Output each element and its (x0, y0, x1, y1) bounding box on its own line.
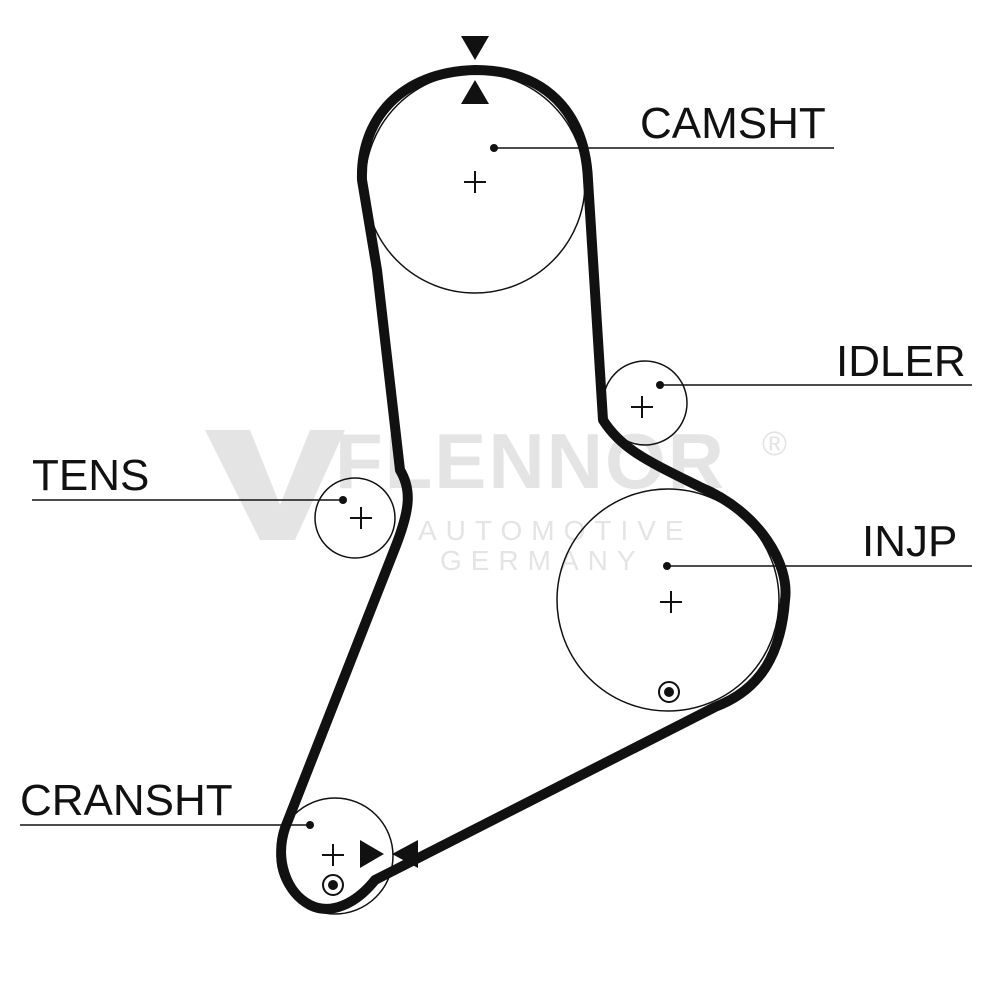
tensioner-center-cross (350, 507, 372, 529)
tensioner-label: TENS (32, 451, 149, 500)
arrow-down-icon (461, 36, 489, 60)
injection-pump-center-cross (660, 591, 682, 613)
idler-center-cross (631, 396, 653, 418)
camshaft-alignment-arrows (461, 36, 489, 104)
arrow-up-icon (461, 80, 489, 104)
watermark-registered-mark: ® (762, 425, 787, 463)
injection-pump-pulley (556, 488, 780, 712)
watermark-logo-mark (205, 430, 345, 540)
arrow-right-icon (360, 840, 384, 868)
brand-watermark: FLENNOR ® AUTOMOTIVE GERMANY (205, 417, 787, 576)
injection-pump-timing-mark (658, 681, 680, 703)
camshaft-label: CAMSHT (640, 99, 826, 148)
crankshaft-leader (20, 821, 314, 829)
timing-belt (276, 65, 791, 914)
crankshaft-timing-mark (322, 874, 344, 896)
tensioner-pulley (314, 477, 396, 559)
crankshaft-center-cross (322, 844, 344, 866)
idler-label: IDLER (836, 337, 966, 386)
camshaft-center-cross (464, 171, 486, 193)
injection-pump-leader (663, 562, 972, 570)
injection-pump-label: INJP (862, 517, 957, 566)
arrow-left-icon (392, 840, 418, 868)
camshaft-leader (490, 144, 834, 152)
watermark-line-1: AUTOMOTIVE (418, 515, 693, 546)
watermark-line-2: GERMANY (440, 545, 645, 576)
crankshaft-label: CRANSHT (20, 776, 233, 825)
crankshaft-alignment-arrows (360, 840, 418, 868)
tensioner-leader (32, 496, 347, 504)
idler-leader (656, 381, 972, 389)
center-marks (322, 171, 682, 866)
